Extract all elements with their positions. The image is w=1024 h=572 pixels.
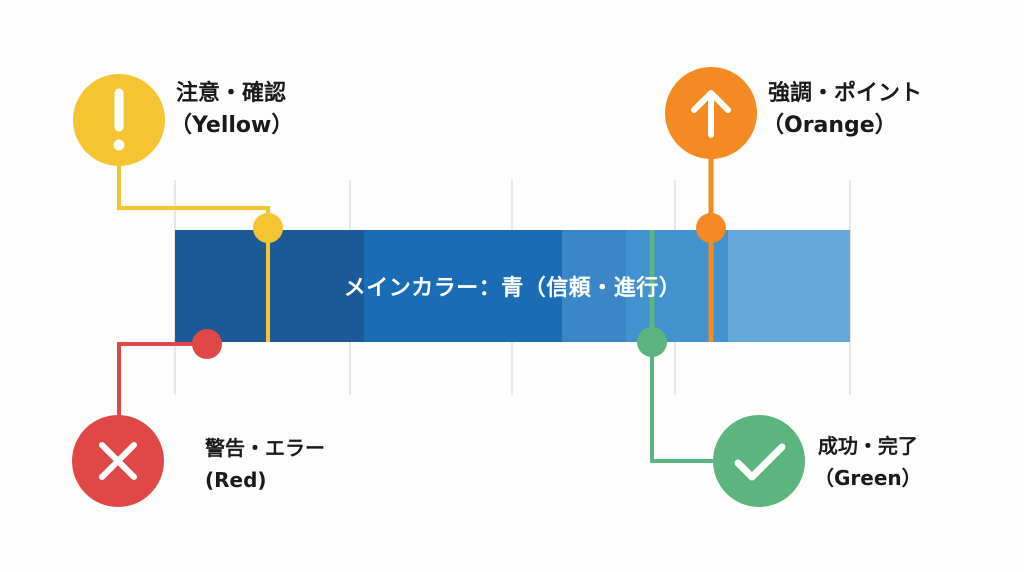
yellow-callout-title: 注意・確認 bbox=[176, 81, 287, 106]
orange-callout-title: 強調・ポイント bbox=[768, 81, 923, 106]
bar-segment-blue-2 bbox=[364, 230, 562, 342]
yellow-callout-label: 注意・確認 （Yellow） bbox=[170, 78, 293, 142]
yellow-connector bbox=[117, 160, 283, 342]
close-x-icon bbox=[72, 415, 164, 507]
exclamation-icon bbox=[73, 74, 165, 166]
green-connector-line bbox=[650, 342, 716, 463]
checkmark-icon bbox=[713, 415, 805, 507]
red-callout-subtitle: (Red) bbox=[205, 468, 267, 492]
green-callout-label: 成功・完了 （Green） bbox=[814, 430, 922, 494]
yellow-connector-line bbox=[117, 160, 270, 342]
green-callout-title: 成功・完了 bbox=[817, 434, 918, 458]
main-color-bar bbox=[175, 230, 850, 342]
orange-callout-subtitle: （Orange） bbox=[762, 113, 897, 138]
bar-segment-blue-3 bbox=[562, 230, 626, 342]
orange-callout-label: 強調・ポイント （Orange） bbox=[762, 78, 923, 142]
green-connector-dot bbox=[637, 327, 667, 357]
green-connector bbox=[637, 230, 716, 463]
red-connector-dot bbox=[192, 329, 222, 359]
bar-segment-blue-5 bbox=[728, 230, 850, 342]
yellow-callout-subtitle: （Yellow） bbox=[170, 113, 294, 138]
green-callout-subtitle: （Green） bbox=[814, 466, 922, 490]
arrow-up-icon bbox=[665, 67, 757, 159]
red-callout-label: 警告・エラー (Red) bbox=[205, 432, 325, 496]
orange-connector bbox=[696, 155, 726, 342]
yellow-connector-dot bbox=[253, 213, 283, 243]
red-callout-title: 警告・エラー bbox=[205, 436, 325, 460]
orange-connector-dot bbox=[696, 213, 726, 243]
red-connector bbox=[117, 329, 222, 418]
red-connector-line bbox=[117, 342, 207, 418]
